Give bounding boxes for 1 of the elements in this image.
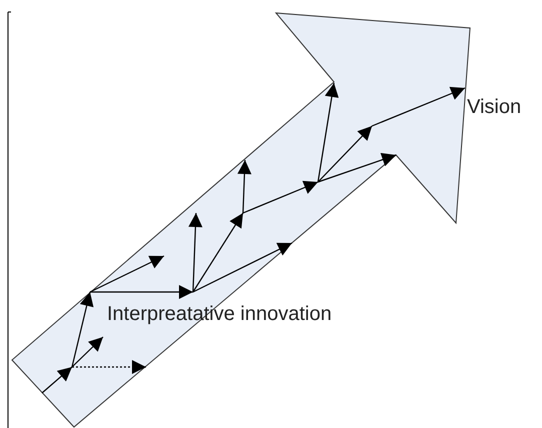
vision-label: Vision [467, 96, 522, 118]
